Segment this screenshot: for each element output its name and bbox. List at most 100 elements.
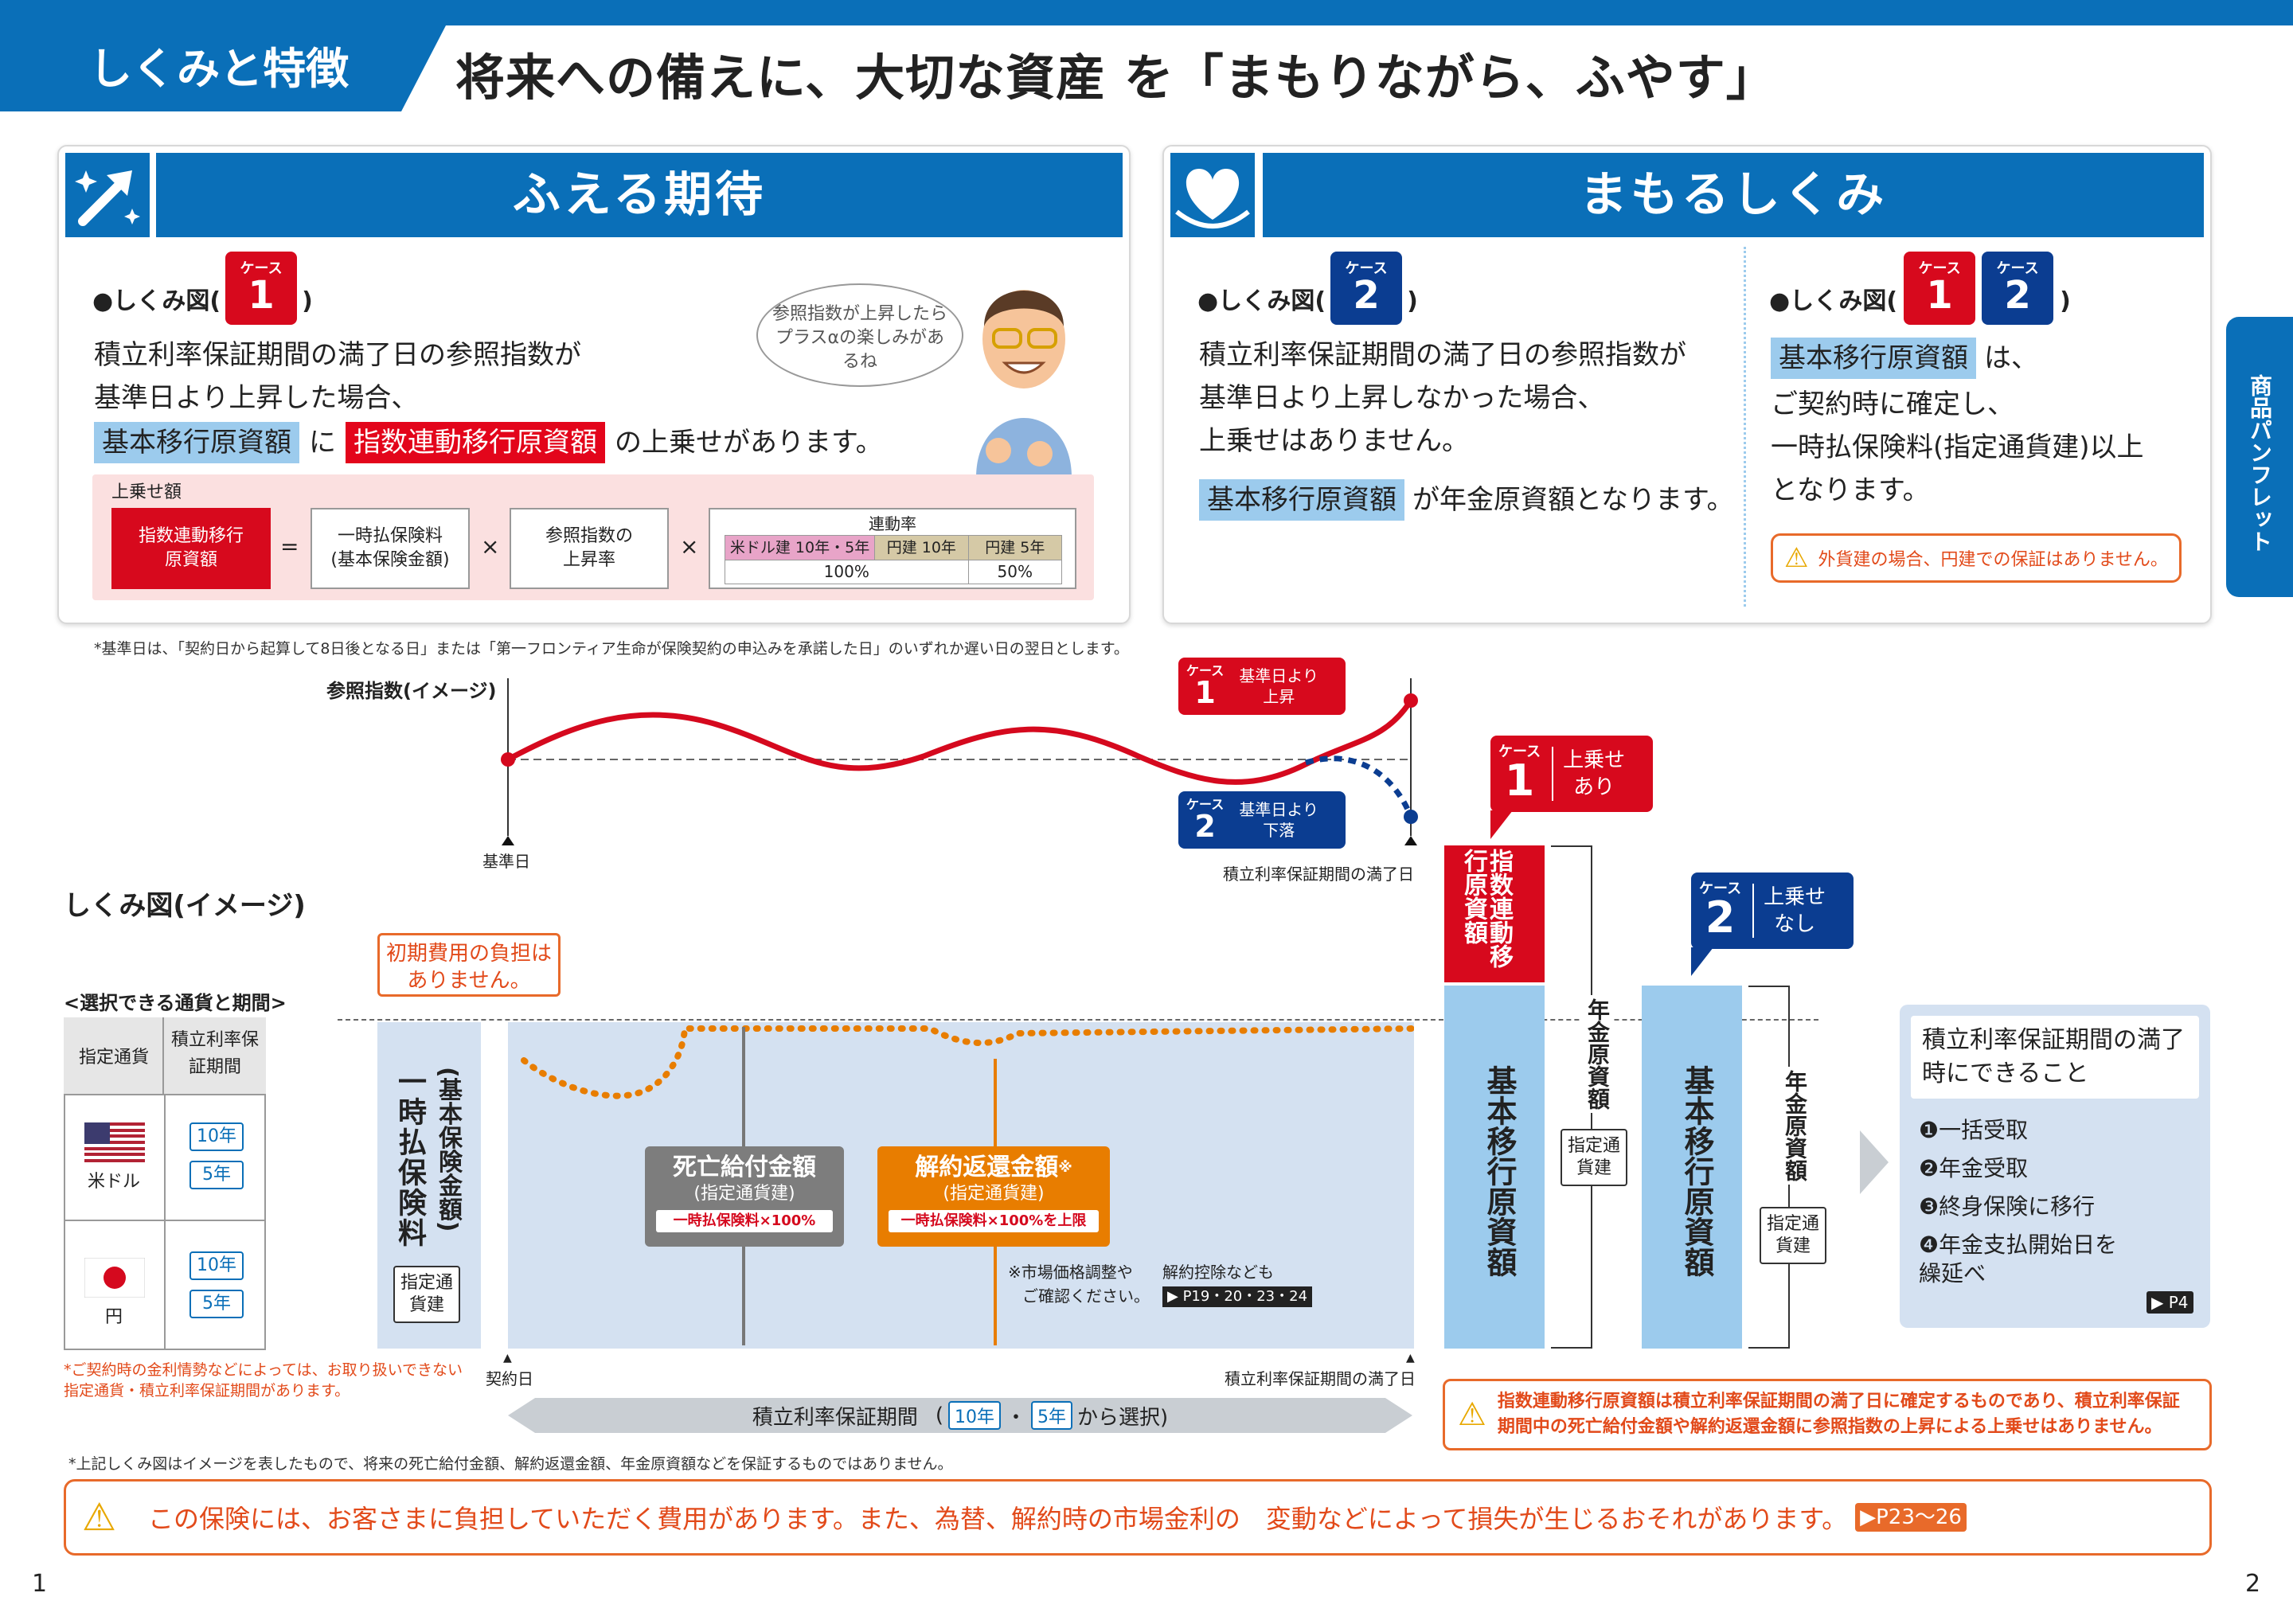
rate-table-values: 100% 50% bbox=[725, 560, 1062, 584]
page-number-right: 2 bbox=[2245, 1570, 2261, 1598]
table-head-period: 積立利率保証期間 bbox=[170, 1030, 259, 1077]
index-end-down-point bbox=[1404, 810, 1418, 824]
right-a-desc-4: 基本移行原資額 が年金原資額となります。 bbox=[1199, 479, 1734, 521]
formula-equals: = bbox=[280, 533, 299, 560]
currency-title: <選択できる通貨と期間> bbox=[64, 992, 287, 1014]
bottom-ref-p23[interactable]: ▶P23〜26 bbox=[1855, 1503, 1967, 1532]
maturity-day-label: 積立利率保証期間の満了日 bbox=[1225, 1369, 1416, 1388]
right-divider bbox=[1744, 247, 1746, 607]
index-start-label: 基準日 bbox=[482, 852, 530, 871]
formula-times-2: × bbox=[680, 533, 699, 560]
character-illustration bbox=[960, 263, 1088, 478]
left-panel-title: ふえる期待 bbox=[512, 167, 767, 223]
annuity-currency-tag-1: 指定通貨建 bbox=[1561, 1129, 1627, 1186]
jpy-label: 円 bbox=[104, 1307, 123, 1327]
left-desc-1: 積立利率保証期間の満了日の参照指数が bbox=[94, 339, 581, 371]
premium-currency-tag: 指定通貨建 bbox=[393, 1266, 460, 1323]
right-b-desc-2: ご契約時に確定し、 bbox=[1771, 388, 2014, 420]
right-b-desc-1: 基本移行原資額 は、 bbox=[1771, 338, 2038, 379]
deduct-note: 解約控除なども bbox=[1162, 1263, 1274, 1282]
side-tab bbox=[2226, 317, 2293, 597]
right-a-desc-3: 上乗せはありません。 bbox=[1199, 425, 1469, 457]
header-tab bbox=[0, 25, 446, 111]
market-note-2: ご確認ください。 bbox=[1022, 1286, 1150, 1306]
left-desc-3: 基本移行原資額 に 指数連動移行原資額 の上乗せがあります。 bbox=[94, 422, 883, 463]
option-1: ❶一括受取 bbox=[1919, 1117, 2029, 1143]
right-b-desc-4: となります。 bbox=[1771, 474, 1930, 506]
index-end-up-point bbox=[1404, 693, 1418, 708]
shikumi-title: しくみ図(イメージ) bbox=[64, 890, 306, 922]
header-tab-label: しくみと特徴 bbox=[89, 44, 350, 94]
premium-label: 一時払保険料 bbox=[393, 1067, 426, 1248]
surrender-value-curve bbox=[521, 1025, 1414, 1099]
page-ref-p19[interactable]: ▶ P19・20・23・24 bbox=[1162, 1286, 1313, 1307]
annuity-label-1: 年金原資額 bbox=[1581, 995, 1613, 1113]
contract-day-marker: ▲ bbox=[503, 1352, 512, 1364]
warning-icon: ⚠ bbox=[1458, 1396, 1486, 1433]
index-amount-bar bbox=[1444, 845, 1545, 982]
surrender-value-box: 解約返還金額※ (指定通貨建) 一時払保険料×100%を上限 bbox=[877, 1146, 1110, 1247]
formula-result: 指数連動移行原資額 bbox=[111, 508, 271, 589]
footnote-main: *上記しくみ図はイメージを表したもので、将来の死亡給付金額、解約返還金額、年金原… bbox=[68, 1455, 953, 1473]
formula-label: 上乗せ額 bbox=[111, 482, 182, 502]
premium-sub: (基本保険金額) bbox=[434, 1067, 462, 1232]
maturity-day-marker: ▲ bbox=[1406, 1352, 1415, 1364]
index-line-down bbox=[1304, 755, 1414, 818]
right-panel-title: まもるしくみ bbox=[1579, 167, 1888, 223]
bottom-warning-box: ⚠ この保険には、お客さまに負担していただく費用があります。また、為替、解約時の… bbox=[64, 1479, 2212, 1556]
options-title: 積立利率保証期間の満了時にできること bbox=[1911, 1016, 2199, 1099]
index-warning-box: ⚠ 指数連動移行原資額は積立利率保証期間の満了日に確定するものであり、積立利率保… bbox=[1443, 1379, 2212, 1450]
formula-times-1: × bbox=[481, 533, 500, 560]
usd-term-5: 5年 bbox=[189, 1161, 244, 1189]
page-title: 将来への備えに、大切な資産 を「まもりながら、ふやす」 bbox=[455, 49, 1776, 107]
index-chart bbox=[501, 678, 1418, 845]
jpy-term-10: 10年 bbox=[189, 1251, 244, 1280]
option-4: ❹年金支払開始日を繰延べ bbox=[1919, 1232, 2118, 1286]
right-a-desc-1: 積立利率保証期間の満了日の参照指数が bbox=[1199, 339, 1686, 371]
speech-bubble-text: 参照指数が上昇したらプラスαの楽しみがあるね bbox=[771, 304, 947, 372]
market-note-1: ※市場価格調整や bbox=[1008, 1263, 1133, 1282]
side-tab-label: 商品パンフレット bbox=[2247, 374, 2273, 552]
usd-label: 米ドル bbox=[87, 1172, 140, 1192]
index-chart-ylabel: 参照指数(イメージ) bbox=[326, 680, 497, 702]
heart-icon bbox=[1170, 153, 1255, 237]
guarantee-period-text: 積立利率保証期間 ( 10年 ・ 5年 から選択) bbox=[508, 1398, 1412, 1433]
right-a-desc-2: 基準日より上昇しなかった場合、 bbox=[1199, 382, 1605, 414]
jp-flag-icon bbox=[84, 1257, 146, 1298]
footnote-left: *ご契約時の金利情勢などによっては、お取り扱いできない指定通貨・積立利率保証期間… bbox=[64, 1361, 463, 1400]
death-benefit-box: 死亡給付金額 (指定通貨建) 一時払保険料×100% bbox=[645, 1146, 844, 1247]
options-ref-p4[interactable]: ▶ P4 bbox=[2147, 1291, 2193, 1314]
option-3: ❸終身保険に移行 bbox=[1919, 1193, 2096, 1220]
index-end-label: 積立利率保証期間の満了日 bbox=[1223, 865, 1414, 884]
left-panel-header bbox=[156, 153, 1123, 237]
base-amount-label-2: 基本移行原資額 bbox=[1679, 1065, 1714, 1277]
left-desc-2: 基準日より上昇した場合、 bbox=[94, 382, 419, 414]
base-amount-bar-1 bbox=[1444, 986, 1545, 1349]
fx-warning: ⚠ 外貨建の場合、円建での保証はありません。 bbox=[1771, 533, 2182, 583]
no-fee-callout: 初期費用の負担はありません。 bbox=[377, 933, 561, 997]
table-head-currency: 指定通貨 bbox=[78, 1048, 149, 1068]
formula-term-premium: 一時払保険料(基本保険金額) bbox=[311, 508, 470, 589]
usd-term-10: 10年 bbox=[189, 1122, 244, 1151]
us-flag-icon bbox=[84, 1122, 145, 1162]
index-line-up bbox=[506, 699, 1413, 785]
speech-bubble bbox=[756, 283, 963, 387]
contract-day-label: 契約日 bbox=[486, 1369, 533, 1388]
annuity-label-2: 年金原資額 bbox=[1779, 1067, 1811, 1185]
note-kijun: *基準日は、「契約日から起算して8日後となる日」または「第一フロンティア生命が保… bbox=[94, 640, 1129, 658]
index-amount-label: 指数連動移行原資額 bbox=[1459, 849, 1513, 968]
right-panel-header bbox=[1263, 153, 2204, 237]
base-amount-label-1: 基本移行原資額 bbox=[1482, 1065, 1517, 1277]
index-start-point bbox=[501, 752, 515, 767]
base-amount-bar-2 bbox=[1642, 986, 1742, 1349]
warning-icon: ⚠ bbox=[1784, 542, 1809, 574]
rate-table-header: 米ドル建 10年・5年 円建 10年 円建 5年 bbox=[725, 535, 1062, 560]
